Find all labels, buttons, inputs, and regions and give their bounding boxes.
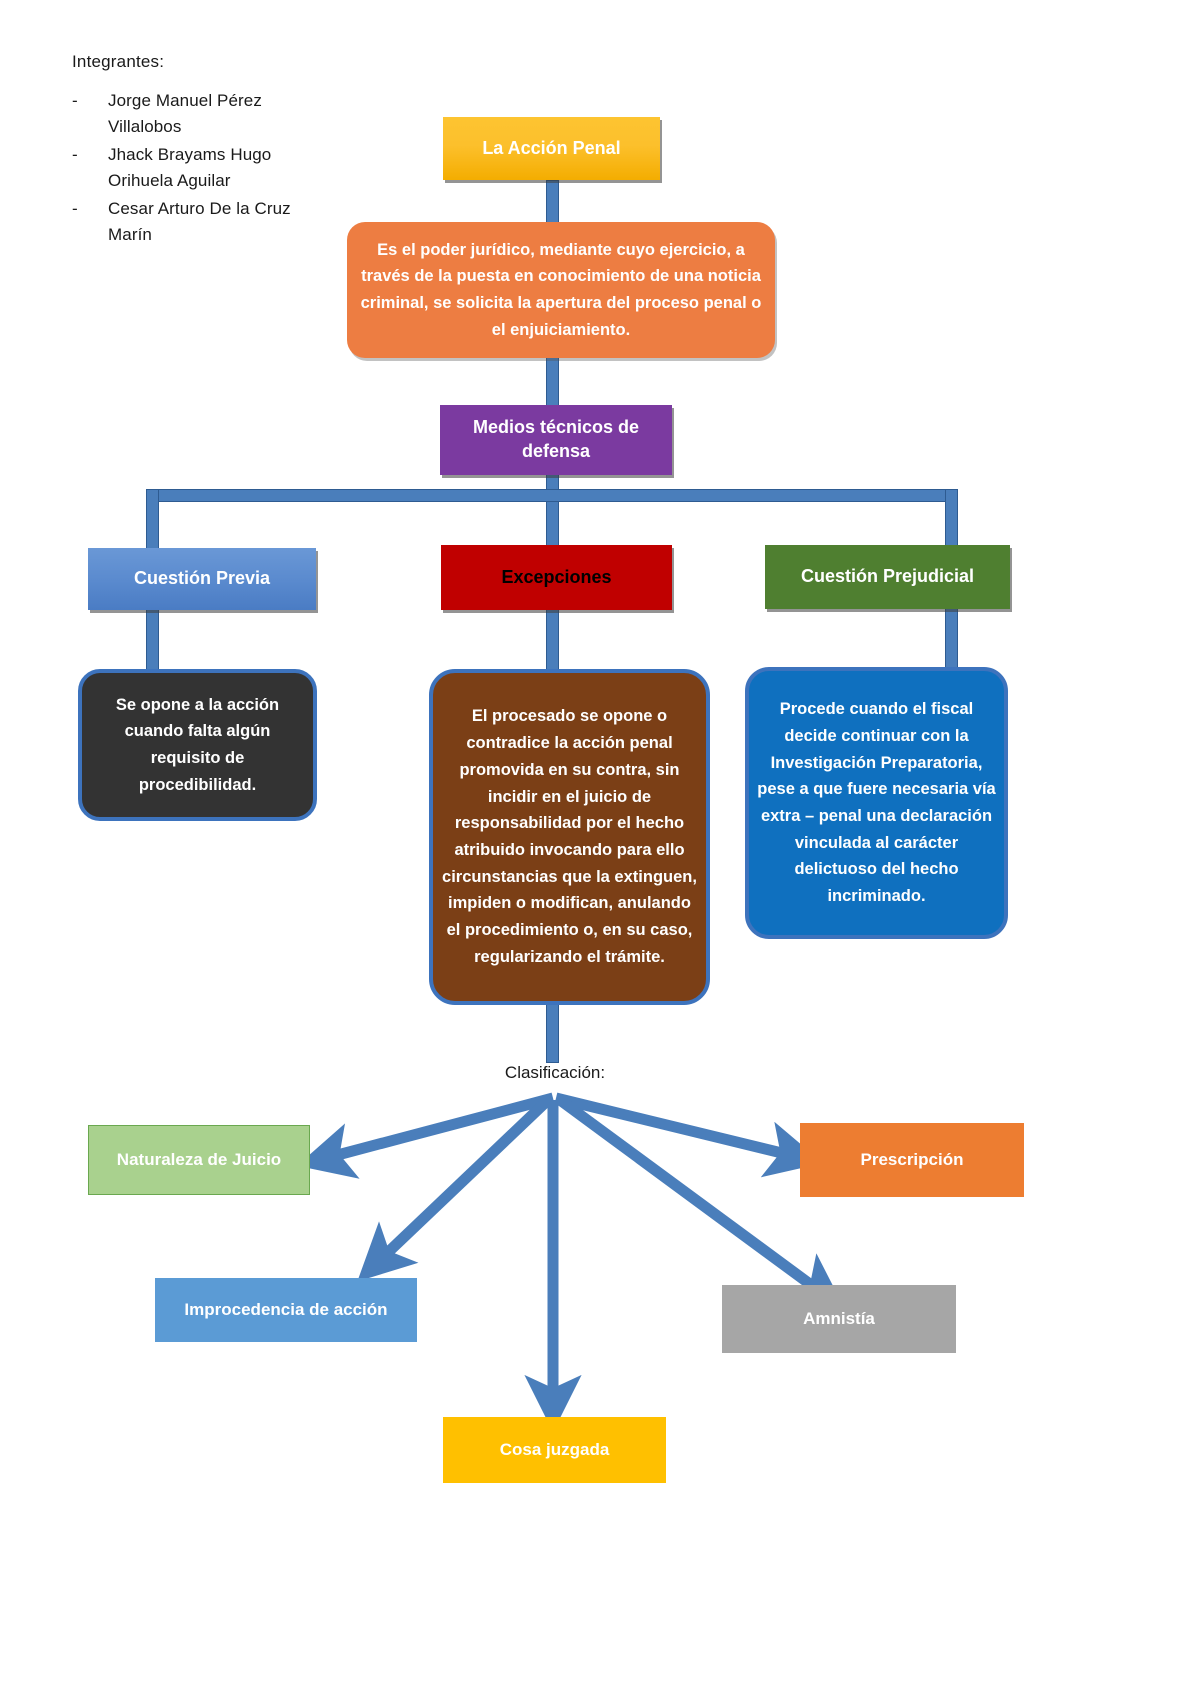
connector-root-to-definition (546, 180, 559, 225)
connector-definition-to-medios (546, 355, 559, 408)
node-label: Prescripción (860, 1149, 964, 1169)
connector-prejudicial-to-desc (945, 607, 958, 673)
bullet-dash: - (72, 145, 78, 164)
node-label: Procede cuando el fiscal decide continua… (757, 700, 996, 906)
members-list: Integrantes: - Jorge Manuel Pérez Villal… (72, 52, 332, 250)
node-la-accion-penal[interactable]: La Acción Penal (443, 117, 660, 180)
connector-bus-to-previa (146, 489, 159, 551)
node-label: Naturaleza de Juicio (116, 1149, 282, 1169)
node-amnistia[interactable]: Amnistía (722, 1285, 956, 1353)
arrow-to-naturaleza (297, 1092, 555, 1179)
node-label: El procesado se opone o contradice la ac… (442, 707, 697, 966)
connector-horizontal-bus (146, 489, 958, 502)
connector-medios-down (546, 473, 559, 553)
node-label: Se opone a la acción cuando falta algún … (115, 695, 280, 794)
node-label: Improcedencia de acción (184, 1299, 388, 1319)
list-item: - Jhack Brayams Hugo Orihuela Aguilar (72, 142, 332, 194)
node-definicion-accion-penal[interactable]: Es el poder jurídico, mediante cuyo ejer… (347, 222, 775, 358)
arrow-to-prescripcion (554, 1092, 824, 1178)
member-name: Cesar Arturo De la Cruz Marín (108, 199, 291, 244)
arrow-to-improcedencia (357, 1096, 552, 1282)
connector-desc-to-clasificacion (546, 1003, 559, 1063)
connector-previa-to-desc (146, 608, 159, 674)
node-excepciones[interactable]: Excepciones (441, 545, 672, 610)
members-title: Integrantes: (72, 52, 165, 71)
connector-bus-to-prejudicial (945, 489, 958, 551)
list-item: - Jorge Manuel Pérez Villalobos (72, 88, 332, 140)
node-label: Cuestión Previa (133, 568, 271, 589)
member-name: Jorge Manuel Pérez Villalobos (108, 91, 262, 136)
arrow-to-amnistia (556, 1095, 846, 1311)
node-improcedencia-de-accion[interactable]: Improcedencia de acción (155, 1278, 417, 1342)
node-label: Excepciones (501, 566, 612, 587)
node-label: La Acción Penal (482, 137, 621, 158)
member-name: Jhack Brayams Hugo Orihuela Aguilar (108, 145, 272, 190)
bullet-dash: - (72, 199, 78, 218)
clasificacion-label: Clasificación: (504, 1063, 606, 1082)
node-cuestion-previa[interactable]: Cuestión Previa (88, 548, 316, 610)
node-label: Cuestión Prejudicial (800, 566, 975, 587)
node-cuestion-prejudicial-descripcion[interactable]: Procede cuando el fiscal decide continua… (745, 667, 1008, 939)
node-label: Medios técnicos de defensa (472, 417, 640, 461)
members-items: - Jorge Manuel Pérez Villalobos - Jhack … (72, 88, 332, 248)
connector-excepciones-to-desc (546, 608, 559, 674)
node-label: Es el poder jurídico, mediante cuyo ejer… (360, 240, 762, 339)
node-medios-tecnicos-defensa[interactable]: Medios técnicos de defensa (440, 405, 672, 475)
list-item: - Cesar Arturo De la Cruz Marín (72, 196, 332, 248)
node-cuestion-previa-descripcion[interactable]: Se opone a la acción cuando falta algún … (78, 669, 317, 821)
node-naturaleza-de-juicio[interactable]: Naturaleza de Juicio (88, 1125, 310, 1195)
bullet-dash: - (72, 91, 78, 110)
node-label: Amnistía (803, 1308, 875, 1328)
node-excepciones-descripcion[interactable]: El procesado se opone o contradice la ac… (429, 669, 710, 1005)
node-cosa-juzgada[interactable]: Cosa juzgada (443, 1417, 666, 1483)
node-label: Cosa juzgada (499, 1439, 610, 1459)
node-cuestion-prejudicial[interactable]: Cuestión Prejudicial (765, 545, 1010, 609)
node-prescripcion[interactable]: Prescripción (800, 1123, 1024, 1197)
